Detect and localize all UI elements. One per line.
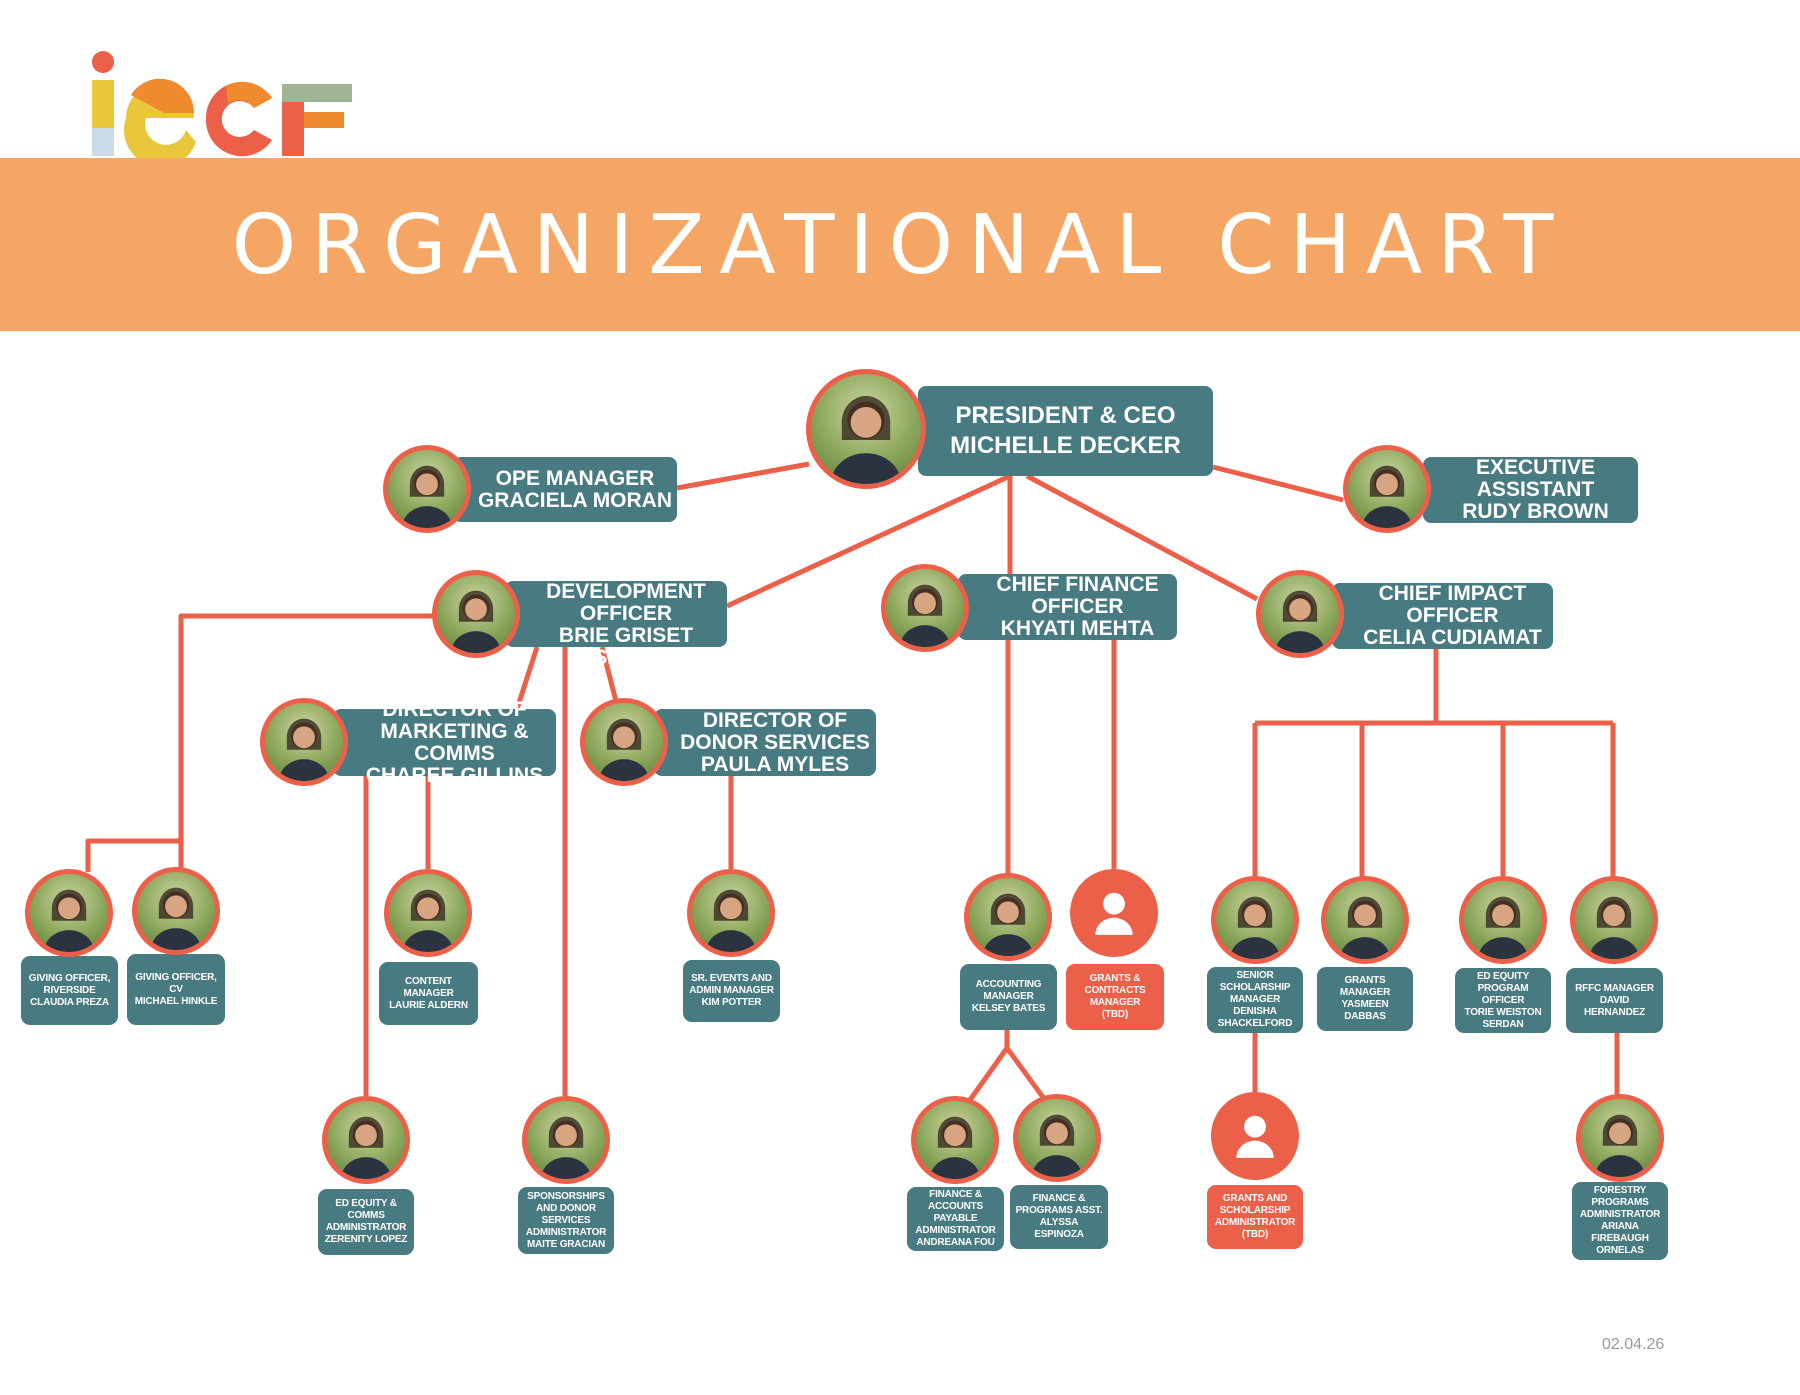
node-grants-scholarship-administrator-tbd: GRANTS AND SCHOLARSHIP ADMINISTRATOR (TB… <box>1207 1185 1303 1249</box>
avatar-rudy-brown <box>1343 445 1431 533</box>
avatar-claudia-preza <box>25 869 113 957</box>
node-laurie-aldern: CONTENT MANAGER LAURIE ALDERN <box>379 962 478 1025</box>
node-label: ED EQUITY PROGRAM OFFICER TORIE WEISTON … <box>1464 970 1542 1030</box>
node-ope-manager: OPE MANAGER GRACIELA MORAN <box>453 457 677 522</box>
title-banner: ORGANIZATIONAL CHART <box>0 158 1800 331</box>
node-label: PRESIDENT & CEO MICHELLE DECKER <box>950 402 1181 459</box>
node-zerenity-lopez: ED EQUITY & COMMS ADMINISTRATOR ZERENITY… <box>318 1189 414 1255</box>
node-label: RFFC MANAGER DAVID HERNANDEZ <box>1575 982 1654 1018</box>
avatar-michelle-decker <box>806 369 926 489</box>
avatar-ariana-firebaugh-ornelas <box>1576 1094 1664 1182</box>
placeholder-person-icon <box>1070 869 1158 957</box>
node-label: CHIEF FINANCE OFFICER KHYATI MEHTA <box>996 573 1159 640</box>
node-label: GRANTS AND SCHOLARSHIP ADMINISTRATOR (TB… <box>1214 1193 1296 1240</box>
node-label: GIVING OFFICER, CV MICHAEL HINKLE <box>134 971 218 1007</box>
avatar-zerenity-lopez <box>322 1096 410 1184</box>
node-grants-contracts-manager-tbd: GRANTS & CONTRACTS MANAGER (TBD) <box>1066 964 1164 1030</box>
node-label: CHIEF DEVELOPMENT OFFICER BRIE GRISET SM… <box>546 558 706 669</box>
node-torie-weiston-serdan: ED EQUITY PROGRAM OFFICER TORIE WEISTON … <box>1455 968 1551 1033</box>
avatar-denisha-shackelford <box>1211 876 1299 964</box>
avatar-david-hernandez <box>1570 876 1658 964</box>
node-label: DIRECTOR OF DONOR SERVICES PAULA MYLES <box>680 708 870 776</box>
node-chief-development-officer: CHIEF DEVELOPMENT OFFICER BRIE GRISET SM… <box>505 559 727 669</box>
avatar-paula-myles <box>580 698 668 786</box>
node-alyssa-espinoza: FINANCE & PROGRAMS ASST. ALYSSA ESPINOZA <box>1010 1185 1108 1249</box>
node-label: FINANCE & PROGRAMS ASST. ALYSSA ESPINOZA <box>1015 1193 1103 1240</box>
avatar-brie-griset-smith <box>432 570 520 658</box>
node-label: ED EQUITY & COMMS ADMINISTRATOR ZERENITY… <box>324 1198 408 1245</box>
avatar-yasmeen-dabbas <box>1321 876 1409 964</box>
avatar-kelsey-bates <box>964 873 1052 961</box>
node-label: FORESTRY PROGRAMS ADMINISTRATOR ARIANA F… <box>1579 1185 1661 1256</box>
node-maite-gracian: SPONSORSHIPS AND DONOR SERVICES ADMINIST… <box>518 1187 614 1254</box>
avatar-maite-gracian <box>522 1096 610 1184</box>
node-chief-impact-officer: CHIEF IMPACT OFFICER CELIA CUDIAMAT <box>1332 583 1553 649</box>
node-andreana-fou: FINANCE & ACCOUNTS PAYABLE ADMINISTRATOR… <box>907 1187 1004 1251</box>
avatar-andreana-fou <box>911 1096 999 1184</box>
node-label: GRANTS MANAGER YASMEEN DABBAS <box>1339 975 1391 1022</box>
avatar-alyssa-espinoza <box>1013 1094 1101 1182</box>
node-executive-assistant: EXECUTIVE ASSISTANT RUDY BROWN <box>1423 457 1638 523</box>
node-label: SENIOR SCHOLARSHIP MANAGER DENISHA SHACK… <box>1217 970 1293 1029</box>
avatar-celia-cudiamat <box>1256 570 1344 658</box>
node-yasmeen-dabbas: GRANTS MANAGER YASMEEN DABBAS <box>1317 967 1413 1031</box>
revision-date: 02.04.26 <box>1602 1336 1665 1353</box>
avatar-michael-hinkle <box>132 867 220 955</box>
avatar-kim-potter <box>687 869 775 957</box>
node-ariana-firebaugh-ornelas: FORESTRY PROGRAMS ADMINISTRATOR ARIANA F… <box>1572 1182 1668 1260</box>
node-president-ceo: PRESIDENT & CEO MICHELLE DECKER <box>918 386 1213 476</box>
node-david-hernandez: RFFC MANAGER DAVID HERNANDEZ <box>1566 968 1663 1033</box>
node-label: DIRECTOR OF MARKETING & COMMS CHAREE GIL… <box>365 697 544 787</box>
node-label: CONTENT MANAGER LAURIE ALDERN <box>389 975 468 1011</box>
page-title: ORGANIZATIONAL CHART <box>231 198 1569 293</box>
avatar-graciela-moran <box>383 445 471 533</box>
node-claudia-preza: GIVING OFFICER, RIVERSIDE CLAUDIA PREZA <box>21 956 118 1025</box>
node-label: FINANCE & ACCOUNTS PAYABLE ADMINISTRATOR… <box>915 1189 996 1248</box>
node-label: SPONSORSHIPS AND DONOR SERVICES ADMINIST… <box>525 1190 607 1250</box>
node-label: ACCOUNTING MANAGER KELSEY BATES <box>971 979 1046 1014</box>
node-label: OPE MANAGER GRACIELA MORAN <box>477 466 673 512</box>
avatar-laurie-aldern <box>384 869 472 957</box>
node-director-marketing-comms: DIRECTOR OF MARKETING & COMMS CHAREE GIL… <box>333 698 556 786</box>
node-label: SR. EVENTS AND ADMIN MANAGER KIM POTTER <box>689 973 774 1008</box>
node-label: GRANTS & CONTRACTS MANAGER (TBD) <box>1084 973 1146 1020</box>
node-michael-hinkle: GIVING OFFICER, CV MICHAEL HINKLE <box>127 954 225 1025</box>
placeholder-person-icon <box>1211 1092 1299 1180</box>
node-label: CHIEF IMPACT OFFICER CELIA CUDIAMAT <box>1363 582 1542 649</box>
node-label: GIVING OFFICER, RIVERSIDE CLAUDIA PREZA <box>28 972 111 1008</box>
node-chief-finance-officer: CHIEF FINANCE OFFICER KHYATI MEHTA <box>958 574 1177 640</box>
node-director-donor-services: DIRECTOR OF DONOR SERVICES PAULA MYLES <box>654 709 876 776</box>
node-denisha-shackelford: SENIOR SCHOLARSHIP MANAGER DENISHA SHACK… <box>1207 967 1303 1033</box>
avatar-khyati-mehta <box>881 564 969 652</box>
avatar-charee-gillins <box>260 698 348 786</box>
avatar-torie-weiston-serdan <box>1459 876 1547 964</box>
node-kim-potter: SR. EVENTS AND ADMIN MANAGER KIM POTTER <box>683 960 780 1022</box>
node-label: EXECUTIVE ASSISTANT RUDY BROWN <box>1462 456 1609 523</box>
node-kelsey-bates: ACCOUNTING MANAGER KELSEY BATES <box>960 964 1057 1030</box>
iecf-logo <box>92 51 352 160</box>
